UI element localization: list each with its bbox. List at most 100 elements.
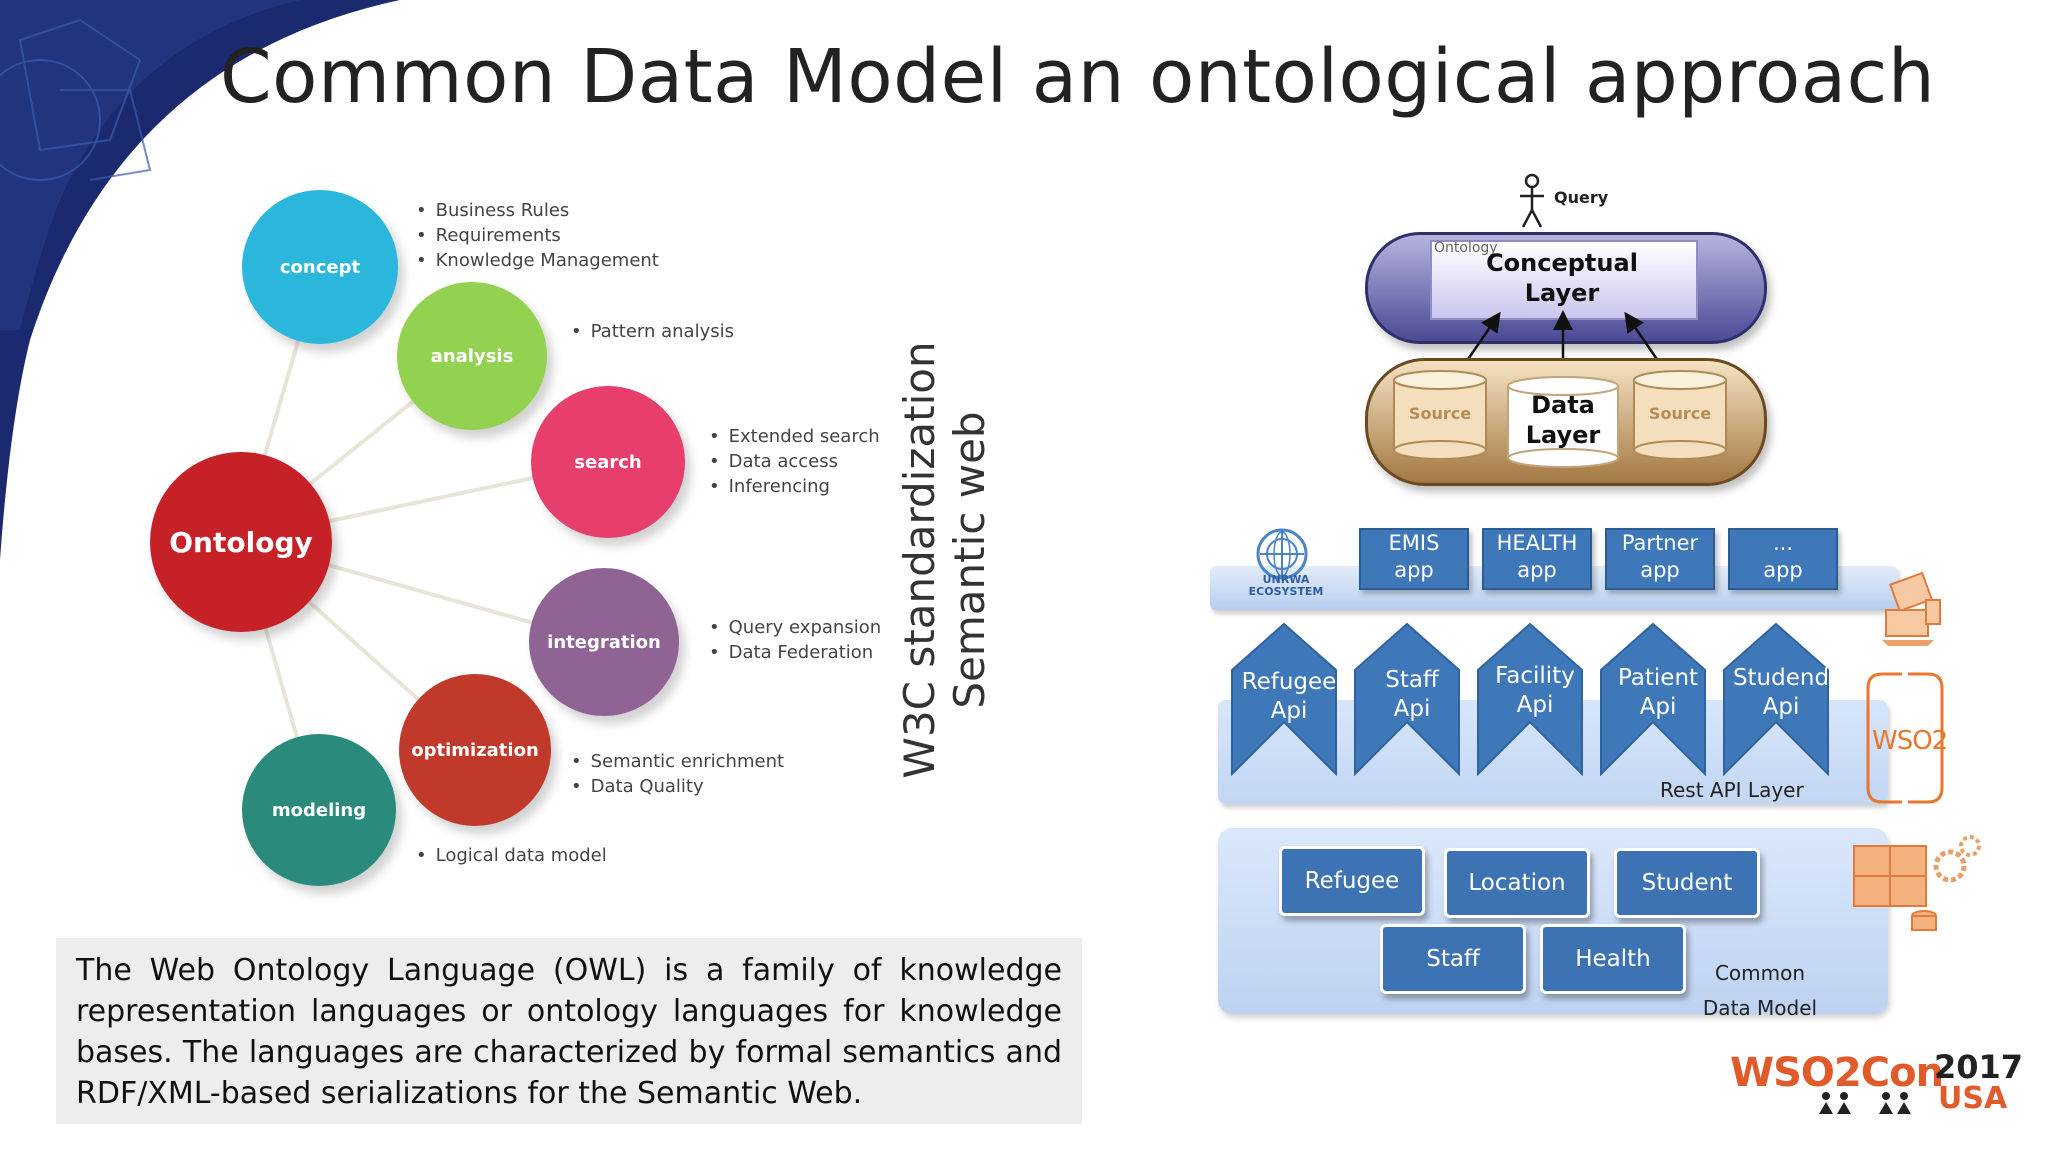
rest-api-layer-label: Rest API Layer	[1660, 778, 1804, 802]
logo-region: USA	[1938, 1081, 2008, 1116]
ecosystem-line2: ECOSYSTEM	[1248, 585, 1324, 598]
search-bullets: Extended search Data access Inferencing	[709, 424, 880, 499]
integration-node: integration	[529, 568, 679, 716]
api-sub: Api	[1639, 694, 1677, 720]
bullet-item: Query expansion	[709, 615, 882, 640]
api-shapes	[1231, 622, 1829, 777]
api-name: Staff	[1385, 667, 1439, 693]
optimization-bullets: Semantic enrichment Data Quality	[571, 749, 784, 799]
concept-bullets: Business Rules Requirements Knowledge Ma…	[416, 198, 659, 273]
source-right-cylinder-icon	[1633, 370, 1727, 460]
optimization-node: optimization	[399, 674, 551, 826]
api-sub: Api	[1270, 698, 1308, 724]
common-data-model-label: Common Data Model	[1700, 956, 1820, 1026]
devices-icon	[1882, 571, 1941, 646]
bullet-item: Extended search	[709, 424, 880, 449]
ecosystem-label: UNRWA ECOSYSTEM	[1236, 574, 1336, 598]
integration-bullets: Query expansion Data Federation	[709, 615, 882, 665]
app-name: Partner	[1621, 531, 1699, 555]
un-emblem-icon	[1256, 528, 1308, 580]
conceptual-layer-line1: Conceptual	[1486, 249, 1638, 277]
query-label: Query	[1554, 188, 1609, 207]
api-sub: Api	[1516, 692, 1554, 718]
source-right-label: Source	[1648, 404, 1712, 423]
app-sub: app	[1763, 558, 1803, 582]
app-sub: app	[1394, 558, 1434, 582]
entity-label: Refugee	[1304, 868, 1400, 894]
bullet-item: Data access	[709, 449, 880, 474]
more-app-box: ... app	[1728, 528, 1838, 590]
health-entity-box: Health	[1540, 924, 1686, 994]
entity-label: Location	[1468, 870, 1566, 896]
user-stick-figure-icon	[1520, 173, 1544, 228]
ontology-center-node: Ontology	[150, 452, 332, 632]
source-left-label: Source	[1408, 404, 1472, 423]
decorative-corner-shape	[0, 0, 400, 560]
data-layer-line1: Data	[1531, 391, 1595, 419]
source-left-cylinder-icon	[1393, 370, 1487, 460]
modeling-label: modeling	[271, 799, 367, 821]
api-sub: Api	[1762, 694, 1800, 720]
app-sub: app	[1640, 558, 1680, 582]
wso2-badge-label: WSO2	[1872, 726, 1948, 756]
bullet-item: Semantic enrichment	[571, 749, 784, 774]
app-sub: app	[1517, 558, 1557, 582]
slide-title: Common Data Model an ontological approac…	[220, 34, 1936, 120]
analysis-node: analysis	[397, 282, 547, 430]
integration-label: integration	[547, 631, 661, 653]
conceptual-layer-line2: Layer	[1524, 279, 1600, 307]
data-layer-cylinder-icon	[1507, 376, 1619, 468]
logo-year: 2017	[1934, 1048, 2024, 1086]
w3c-semantic-web-label: W3C standardization Semantic web	[890, 340, 1000, 780]
analysis-bullets: Pattern analysis	[571, 319, 734, 344]
modeling-node: modeling	[242, 734, 396, 886]
data-layer-line2: Layer	[1525, 421, 1601, 449]
health-app-box: HEALTH app	[1482, 528, 1592, 590]
api-name: Studend	[1732, 665, 1830, 691]
owl-description-box: The Web Ontology Language (OWL) is a fam…	[56, 938, 1082, 1124]
concept-node: concept	[242, 190, 398, 344]
app-name: ...	[1772, 531, 1794, 555]
modeling-bullets: Logical data model	[416, 843, 607, 868]
api-name: Refugee	[1241, 669, 1337, 695]
search-node: search	[531, 386, 685, 538]
wso2-bracket-icon	[1866, 672, 1944, 804]
bullet-item: Knowledge Management	[416, 248, 659, 273]
api-name: Patient	[1617, 665, 1699, 691]
wso2con-logo-text: WSO2Con	[1730, 1050, 1944, 1096]
bullet-item: Requirements	[416, 223, 659, 248]
people-icons	[1819, 1092, 1911, 1114]
bullet-item: Data Federation	[709, 640, 881, 665]
refugee-entity-box: Refugee	[1279, 846, 1425, 916]
app-name: HEALTH	[1496, 531, 1578, 555]
staff-entity-box: Staff	[1380, 924, 1526, 994]
partner-app-box: Partner app	[1605, 528, 1715, 590]
optimization-label: optimization	[411, 739, 539, 761]
semantic-web-text: Semantic web	[945, 411, 994, 709]
bullet-item: Inferencing	[709, 474, 880, 499]
student-entity-box: Student	[1614, 848, 1760, 918]
entity-label: Student	[1641, 870, 1733, 896]
conceptual-layer-label: Conceptual Layer	[1430, 248, 1694, 308]
w3c-standardization-text: W3C standardization	[895, 341, 944, 779]
bullet-item: Logical data model	[416, 843, 607, 868]
bullet-item: Data Quality	[571, 774, 784, 799]
ecosystem-line1: UNRWA	[1262, 573, 1310, 586]
common-data-model-line1: Common	[1714, 961, 1806, 985]
entity-label: Staff	[1426, 946, 1480, 972]
analysis-label: analysis	[430, 345, 514, 367]
api-sub: Api	[1393, 696, 1431, 722]
api-name: Facility	[1495, 663, 1575, 689]
ontology-center-label: Ontology	[169, 525, 313, 559]
common-data-model-line2: Data Model	[1702, 996, 1818, 1020]
owl-description-text: The Web Ontology Language (OWL) is a fam…	[76, 953, 1062, 1111]
ontology-panel-label: Ontology	[1434, 240, 1498, 256]
database-servers-icon	[1853, 835, 1981, 931]
location-entity-box: Location	[1444, 848, 1590, 918]
